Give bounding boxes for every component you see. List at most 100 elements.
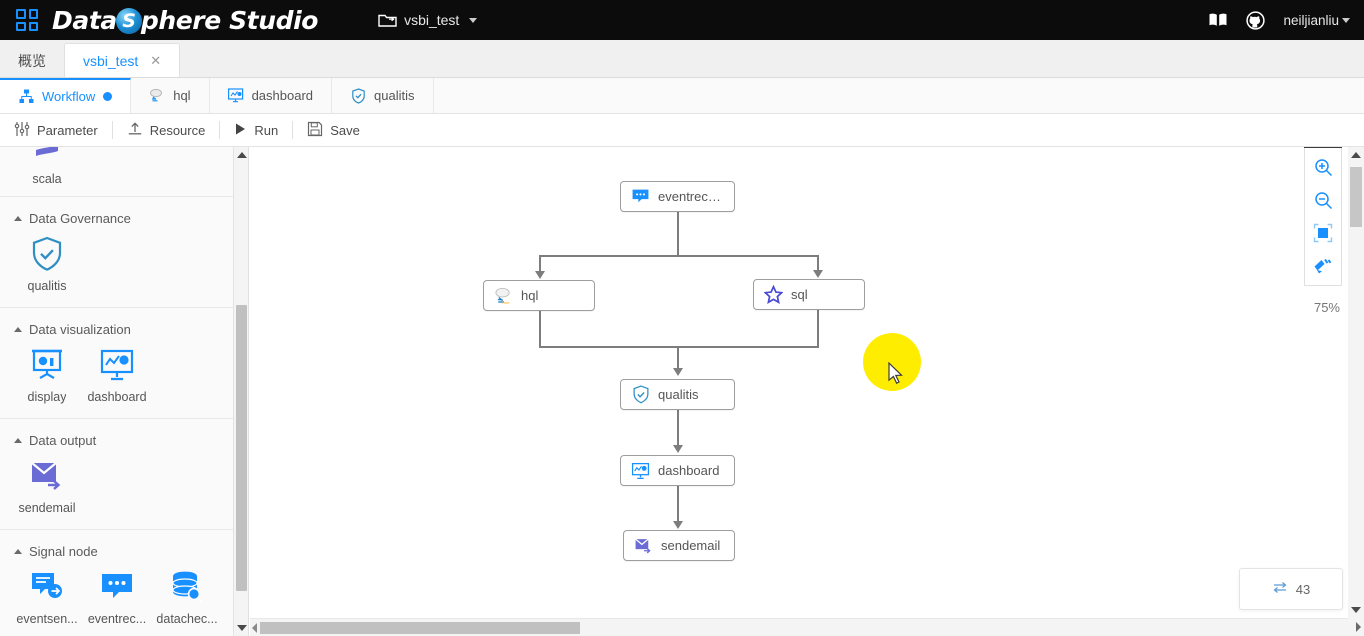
tab-workflow[interactable]: Workflow (0, 78, 132, 113)
canvas-vscroll-thumb[interactable] (1350, 167, 1362, 227)
hive-icon (149, 88, 165, 104)
tab-label: vsbi_test (83, 52, 139, 69)
book-icon[interactable] (1208, 12, 1228, 28)
scrollbar-corner (1348, 618, 1364, 636)
palette-items: eventsen... eventrec... datachec... (0, 569, 233, 626)
username-label: neiljianliu (1283, 12, 1339, 28)
tab-dashboard[interactable]: dashboard (209, 78, 333, 113)
project-tab-bar: 概览 vsbi_test ✕ (0, 40, 1364, 78)
canvas-node-sql[interactable]: sql (753, 279, 865, 310)
toolbar-divider (111, 121, 113, 139)
event-receive-icon (631, 187, 650, 206)
resource-button[interactable]: Resource (113, 114, 220, 147)
brand-text-1: Data (52, 5, 117, 35)
chevron-up-icon (14, 216, 22, 221)
project-selector[interactable]: vsbi_test (378, 12, 478, 28)
arrow-to-qualitis (673, 368, 683, 376)
node-palette-sidebar[interactable]: scala Data Governance qualitis (0, 147, 234, 636)
edge-merge-to-qualitis (677, 346, 679, 370)
apps-grid-icon[interactable] (16, 9, 38, 31)
palette-item-label: dashboard (87, 390, 147, 404)
shield-check-icon (631, 385, 650, 404)
sidebar-scrollbar[interactable] (234, 147, 249, 636)
canvas-node-eventreceiver[interactable]: eventrece... (620, 181, 735, 212)
parameter-button[interactable]: Parameter (0, 114, 112, 147)
scala-icon (29, 147, 65, 165)
edge-hql-down (539, 311, 541, 348)
palette-item-datacheck[interactable]: datachec... (152, 569, 222, 626)
canvas-hscroll-thumb[interactable] (260, 622, 580, 634)
workflow-canvas[interactable]: eventrece... hive hql sql qualitis dashb… (250, 147, 1348, 618)
scroll-left-arrow-icon[interactable] (252, 623, 257, 633)
palette-group-signal-node: Signal node eventsen... eventrec... (0, 530, 233, 636)
fit-screen-icon[interactable] (1312, 222, 1334, 244)
palette-item-label: eventsen... (16, 612, 78, 626)
palette-item-scala[interactable]: scala (12, 147, 82, 186)
edge-to-hql (539, 255, 541, 273)
scroll-right-arrow-icon[interactable] (1356, 622, 1361, 632)
palette-group-data-visualization: Data visualization display dashboard (0, 308, 233, 419)
palette-group-header[interactable]: Signal node (0, 530, 233, 569)
palette-item-label: eventrec... (87, 612, 147, 626)
chevron-up-icon (14, 438, 22, 443)
palette-items: qualitis (0, 236, 233, 293)
user-menu[interactable]: neiljianliu (1283, 13, 1350, 28)
canvas-vertical-scrollbar[interactable] (1348, 147, 1364, 636)
palette-items: display dashboard (0, 347, 233, 404)
canvas-node-qualitis[interactable]: qualitis (620, 379, 735, 410)
palette-group-title: Signal node (29, 544, 98, 559)
save-button[interactable]: Save (293, 114, 374, 147)
folder-icon (378, 13, 397, 28)
github-icon[interactable] (1246, 10, 1266, 30)
run-button[interactable]: Run (220, 114, 292, 147)
button-label: Parameter (37, 122, 98, 138)
button-label: Resource (149, 122, 206, 138)
palette-item-eventsender[interactable]: eventsen... (12, 569, 82, 626)
zoom-out-icon[interactable] (1312, 189, 1334, 211)
tab-vsbi-test[interactable]: vsbi_test ✕ (64, 43, 181, 77)
close-icon[interactable]: ✕ (150, 52, 162, 68)
edge-dashboard-to-sendemail (677, 486, 679, 522)
scroll-down-arrow-icon[interactable] (234, 620, 249, 636)
format-brush-icon[interactable] (1312, 255, 1334, 277)
sidebar-scroll-thumb[interactable] (236, 305, 247, 591)
scroll-up-arrow-icon[interactable] (234, 147, 249, 163)
palette-group-header[interactable]: Data output (0, 419, 233, 458)
canvas-node-sendemail[interactable]: sendemail (623, 530, 735, 561)
scroll-up-arrow-icon[interactable] (1348, 147, 1364, 163)
palette-item-eventreceiver[interactable]: eventrec... (82, 569, 152, 626)
scroll-down-arrow-icon[interactable] (1348, 602, 1364, 618)
canvas-node-dashboard[interactable]: dashboard (620, 455, 735, 486)
palette-group-header[interactable]: Data Governance (0, 197, 233, 236)
dashboard-monitor-icon (631, 461, 650, 480)
node-count-badge[interactable]: 43 (1239, 568, 1343, 610)
canvas-node-label: sql (791, 287, 808, 302)
palette-group-header[interactable]: Data visualization (0, 308, 233, 347)
event-receive-icon (99, 569, 135, 605)
arrow-to-sendemail (673, 521, 683, 529)
palette-item-sendemail[interactable]: sendemail (12, 458, 82, 515)
tab-qualitis[interactable]: qualitis (332, 78, 434, 113)
palette-item-dashboard[interactable]: dashboard (82, 347, 152, 404)
palette-group-title: Data visualization (29, 322, 131, 337)
canvas-horizontal-scrollbar[interactable] (250, 618, 1348, 636)
palette-items: sendemail (0, 458, 233, 515)
tab-label: dashboard (251, 88, 314, 103)
zoom-in-icon[interactable] (1312, 156, 1334, 178)
send-email-icon (29, 458, 65, 494)
palette-group-data-output: Data output sendemail (0, 419, 233, 530)
edge-merge-horizontal (539, 346, 819, 348)
canvas-node-hql[interactable]: hive hql (483, 280, 595, 311)
minimap-collapsed-bar[interactable] (1304, 147, 1342, 148)
tab-overview[interactable]: 概览 (0, 45, 64, 77)
arrow-to-hql (535, 271, 545, 279)
tab-hql[interactable]: hql (131, 78, 210, 113)
arrow-to-dashboard (673, 445, 683, 453)
status-dot (103, 92, 113, 101)
palette-item-display[interactable]: display (12, 347, 82, 404)
display-board-icon (29, 347, 65, 383)
palette-item-qualitis[interactable]: qualitis (12, 236, 82, 293)
zoom-level-label: 75% (1313, 300, 1340, 315)
